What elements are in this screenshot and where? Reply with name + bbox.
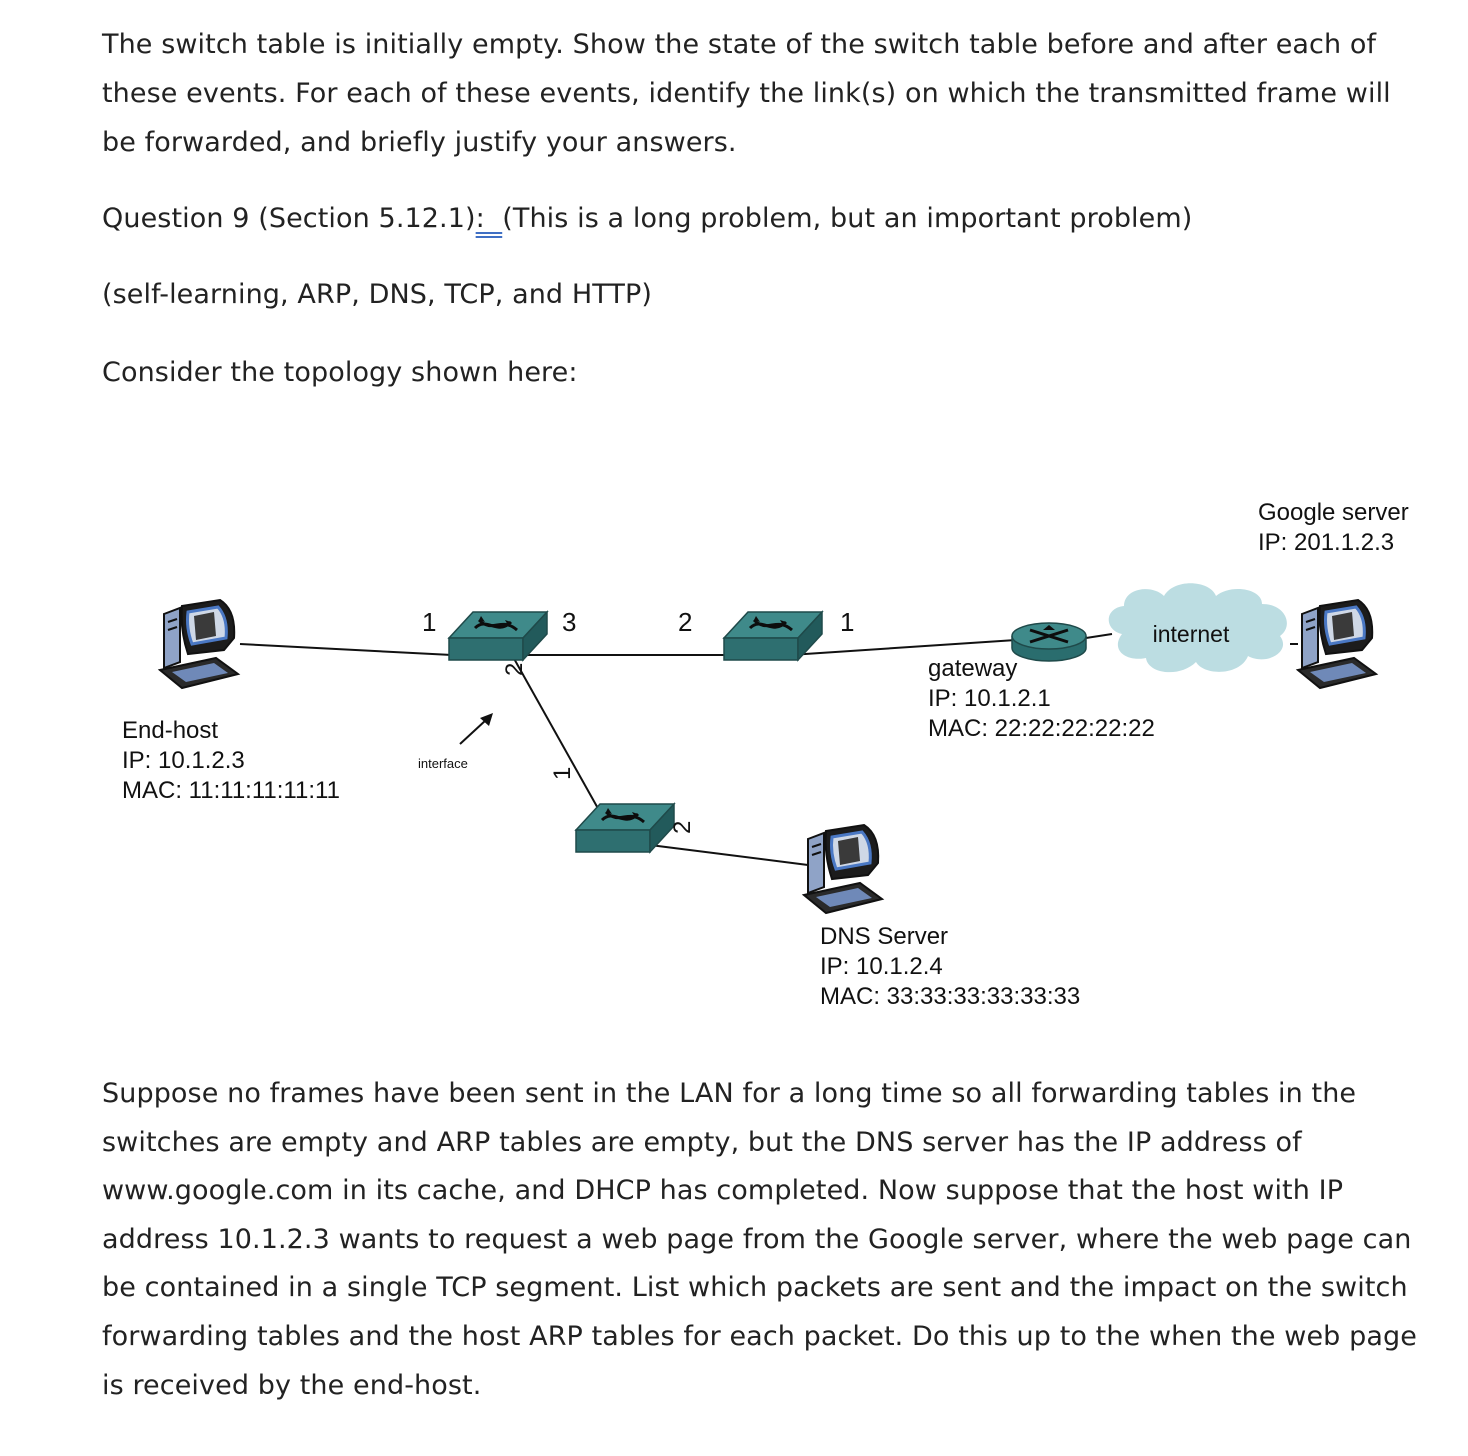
end-host-mac: MAC: 11:11:11:11:11 (122, 777, 340, 804)
interface-arrow (459, 713, 493, 745)
dns-server-ip: IP: 10.1.2.4 (820, 953, 943, 980)
switch-1-icon (447, 610, 549, 662)
consider-line: Consider the topology shown here: (102, 357, 578, 388)
switch-3-icon (574, 802, 676, 854)
question-prefix: Question 9 (Section 5.12.1) (102, 203, 476, 234)
end-host-computer-icon (154, 596, 242, 690)
port-sw2-right: 1 (840, 607, 854, 637)
dns-server-computer-icon (798, 821, 886, 915)
port-sw1-left: 1 (422, 607, 436, 637)
gateway-ip: IP: 10.1.2.1 (928, 685, 1051, 712)
network-topology-diagram: internet interface 1 3 2 1 2 1 2 End-hos… (122, 499, 1409, 1010)
question-link[interactable]: : (475, 203, 503, 234)
google-server-name: Google server (1258, 499, 1409, 526)
internet-cloud-icon (1108, 583, 1287, 673)
google-server-ip: IP: 201.1.2.3 (1258, 529, 1394, 556)
interface-label: interface (418, 756, 468, 771)
intro-paragraph: The switch table is initially empty. Sho… (102, 29, 1391, 158)
links (239, 633, 1298, 866)
gateway-name: gateway (928, 655, 1017, 682)
end-host-ip: IP: 10.1.2.3 (122, 747, 245, 774)
suppose-paragraph: Suppose no frames have been sent in the … (102, 1078, 1417, 1401)
google-server-computer-icon (1292, 596, 1380, 690)
port-sw1-right: 3 (562, 607, 576, 637)
topics-line: (self-learning, ARP, DNS, TCP, and HTTP) (102, 279, 652, 310)
dns-server-name: DNS Server (820, 923, 948, 950)
gateway-mac: MAC: 22:22:22:22:22 (928, 715, 1155, 742)
port-sw1-bottom: 2 (501, 663, 528, 676)
gateway-router-icon (1011, 622, 1087, 662)
port-sw3-top: 1 (549, 767, 576, 780)
end-host-name: End-host (122, 717, 218, 744)
switch-2-icon (722, 610, 824, 662)
question-rest: (This is a long problem, but an importan… (502, 203, 1193, 234)
port-sw3-right: 2 (669, 821, 696, 834)
internet-label: internet (1153, 621, 1230, 647)
question-heading: Question 9 (Section 5.12.1): (This is a … (102, 194, 1422, 243)
port-sw2-left: 2 (678, 607, 692, 637)
dns-server-mac: MAC: 33:33:33:33:33:33 (820, 983, 1080, 1010)
